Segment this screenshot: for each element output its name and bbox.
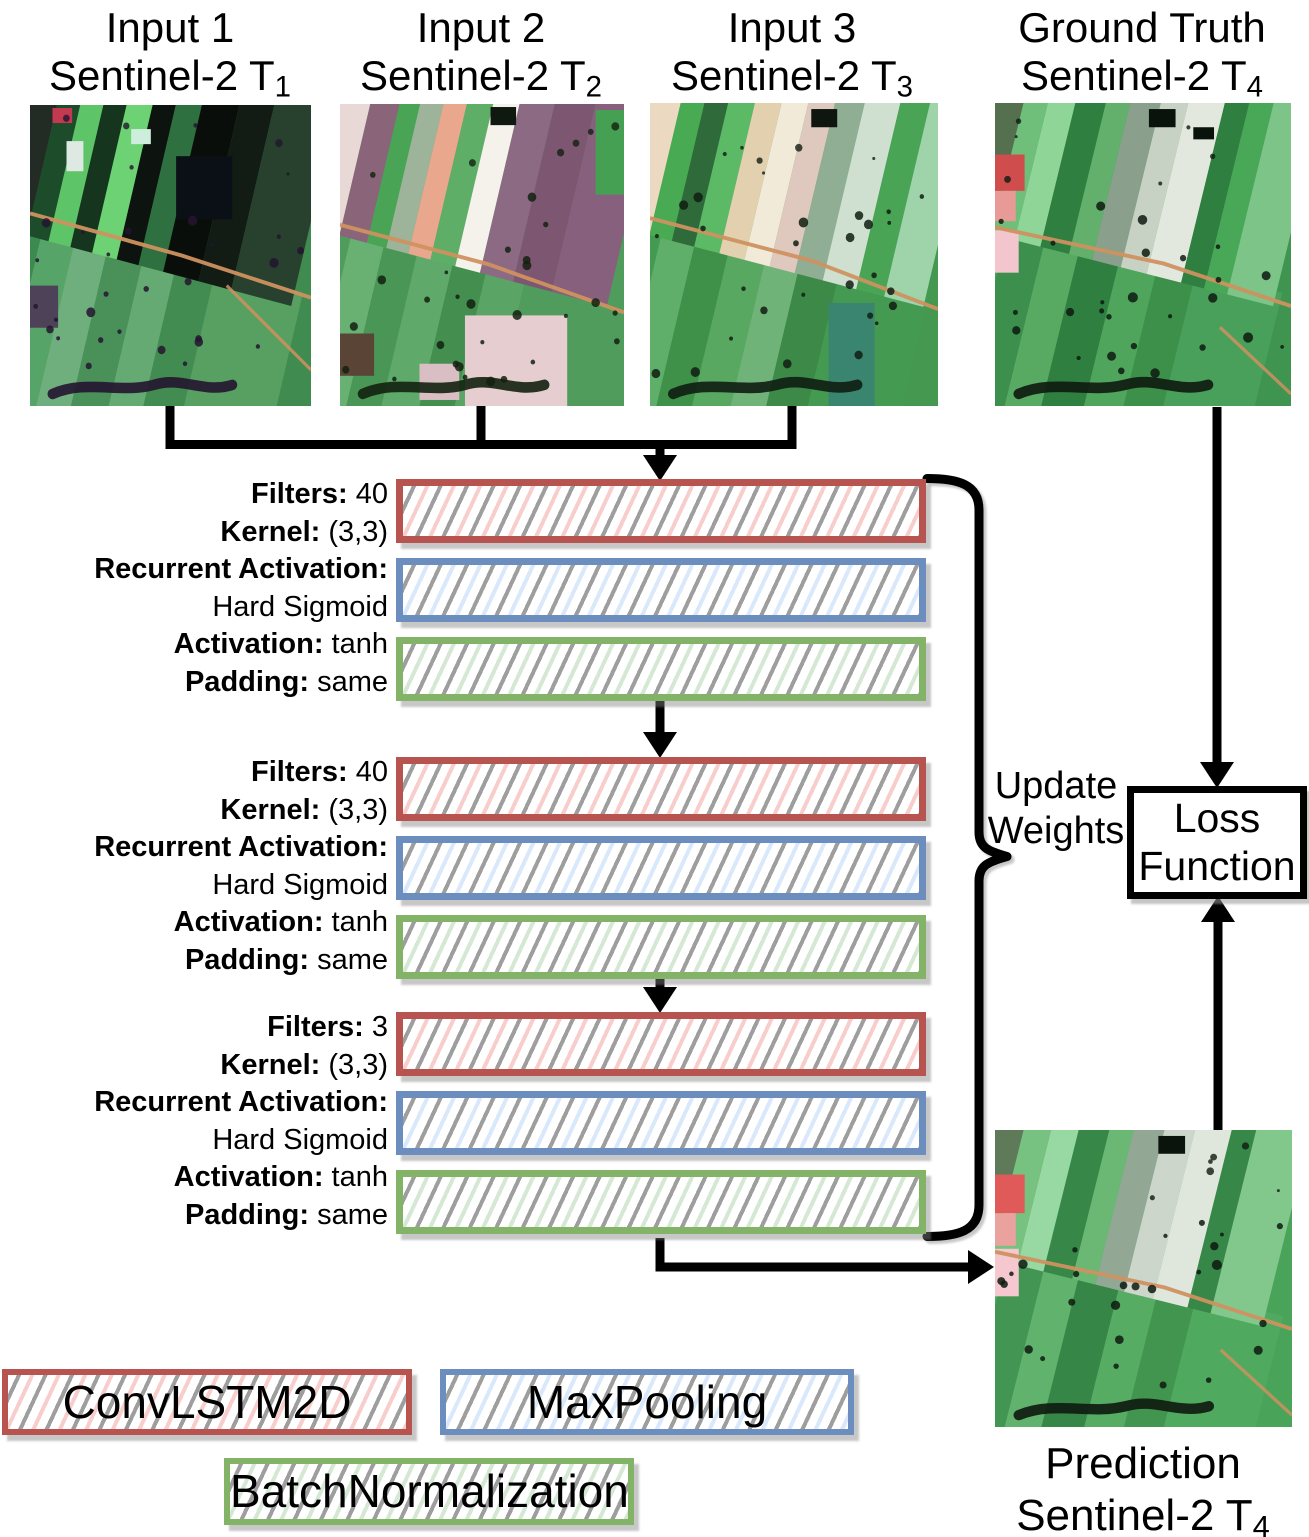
loss-function-box: Loss Function: [1127, 786, 1307, 899]
title-line2: Sentinel-2 T3: [670, 52, 914, 104]
stack-output-arrow-line: [655, 1238, 970, 1272]
convlstm2d-bar: [396, 757, 926, 821]
layer-block-1-params: Filters: 40 Kernel: (3,3) Recurrent Activa…: [10, 476, 388, 702]
layer-block-2-params: Filters: 40 Kernel: (3,3) Recurrent Activa…: [10, 754, 388, 980]
title-line1: Input 1: [105, 4, 235, 51]
convlstm2d-bar: [396, 1012, 926, 1076]
batchnorm-bar: [396, 915, 926, 979]
block2-arrowhead: [643, 987, 677, 1013]
update-weights-brace: [922, 474, 1012, 1241]
title-line1: Input 3: [727, 4, 857, 51]
loss-function-line1: Loss: [1173, 795, 1261, 841]
update-weights-line1: Update: [994, 765, 1118, 807]
layer-param-line: Padding: same: [184, 665, 388, 698]
prediction-arrowhead: [1201, 896, 1235, 922]
layer-param-line: Padding: same: [184, 1198, 388, 1231]
maxpooling-bar: [396, 836, 926, 900]
layer-param-line: Activation: tanh: [173, 628, 388, 661]
layer-param-line: Activation: tanh: [173, 1161, 388, 1194]
legend-convlstm2d: ConvLSTM2D: [2, 1369, 412, 1435]
update-weights-line2: Weights: [987, 810, 1125, 852]
convlstm2d-bar: [396, 479, 926, 543]
maxpooling-bar: [396, 1091, 926, 1155]
maxpooling-bar: [396, 558, 926, 622]
layer-param-line: Recurrent Activation:: [94, 831, 388, 864]
merge-arrowhead: [643, 455, 677, 481]
layer-param-line: Kernel: (3,3): [220, 793, 388, 826]
title-line1: Input 2: [416, 4, 546, 51]
legend-batchnorm: BatchNormalization: [224, 1458, 634, 1525]
batchnorm-bar: [396, 637, 926, 701]
layer-param-line: Hard Sigmoid: [212, 590, 388, 623]
layer-param-line: Hard Sigmoid: [212, 1123, 388, 1156]
layer-param-line: Filters: 3: [267, 1011, 388, 1043]
legend-maxpooling: MaxPooling: [440, 1369, 854, 1435]
satellite-image-input-3: [650, 103, 938, 406]
layer-param-line: Recurrent Activation:: [94, 1086, 388, 1119]
stack-output-arrowhead: [968, 1250, 994, 1284]
satellite-image-input-1: [30, 105, 311, 406]
title-line2: Sentinel-2 T1: [48, 52, 292, 104]
batchnorm-bar: [396, 1170, 926, 1234]
layer-param-line: Filters: 40: [250, 478, 388, 510]
update-weights-label: Update Weights: [976, 764, 1136, 854]
title-line2: Sentinel-2 T4: [1020, 52, 1264, 104]
prediction-caption: Prediction Sentinel-2 T4: [988, 1438, 1298, 1537]
layer-param-line: Activation: tanh: [173, 906, 388, 939]
satellite-image-input-2: [340, 104, 624, 406]
layer-param-line: Hard Sigmoid: [212, 868, 388, 901]
layer-param-line: Padding: same: [184, 943, 388, 976]
prediction-caption-line2: Sentinel-2 T4: [1016, 1491, 1270, 1537]
satellite-image-ground-truth: [995, 103, 1291, 406]
layer-param-line: Filters: 40: [250, 756, 388, 788]
layer-param-line: Recurrent Activation:: [94, 553, 388, 586]
loss-function-line2: Function: [1138, 843, 1296, 889]
layer-param-line: Kernel: (3,3): [220, 515, 388, 548]
prediction-caption-line1: Prediction: [1045, 1439, 1241, 1488]
satellite-image-prediction: [995, 1130, 1292, 1427]
title-line1: Ground Truth: [1018, 4, 1266, 51]
title-line2: Sentinel-2 T2: [359, 52, 603, 104]
ground-truth-arrowhead: [1200, 762, 1234, 788]
layer-block-3-params: Filters: 3 Kernel: (3,3) Recurrent Activat…: [10, 1009, 388, 1235]
block1-arrowhead: [643, 732, 677, 758]
layer-param-line: Kernel: (3,3): [220, 1048, 388, 1081]
